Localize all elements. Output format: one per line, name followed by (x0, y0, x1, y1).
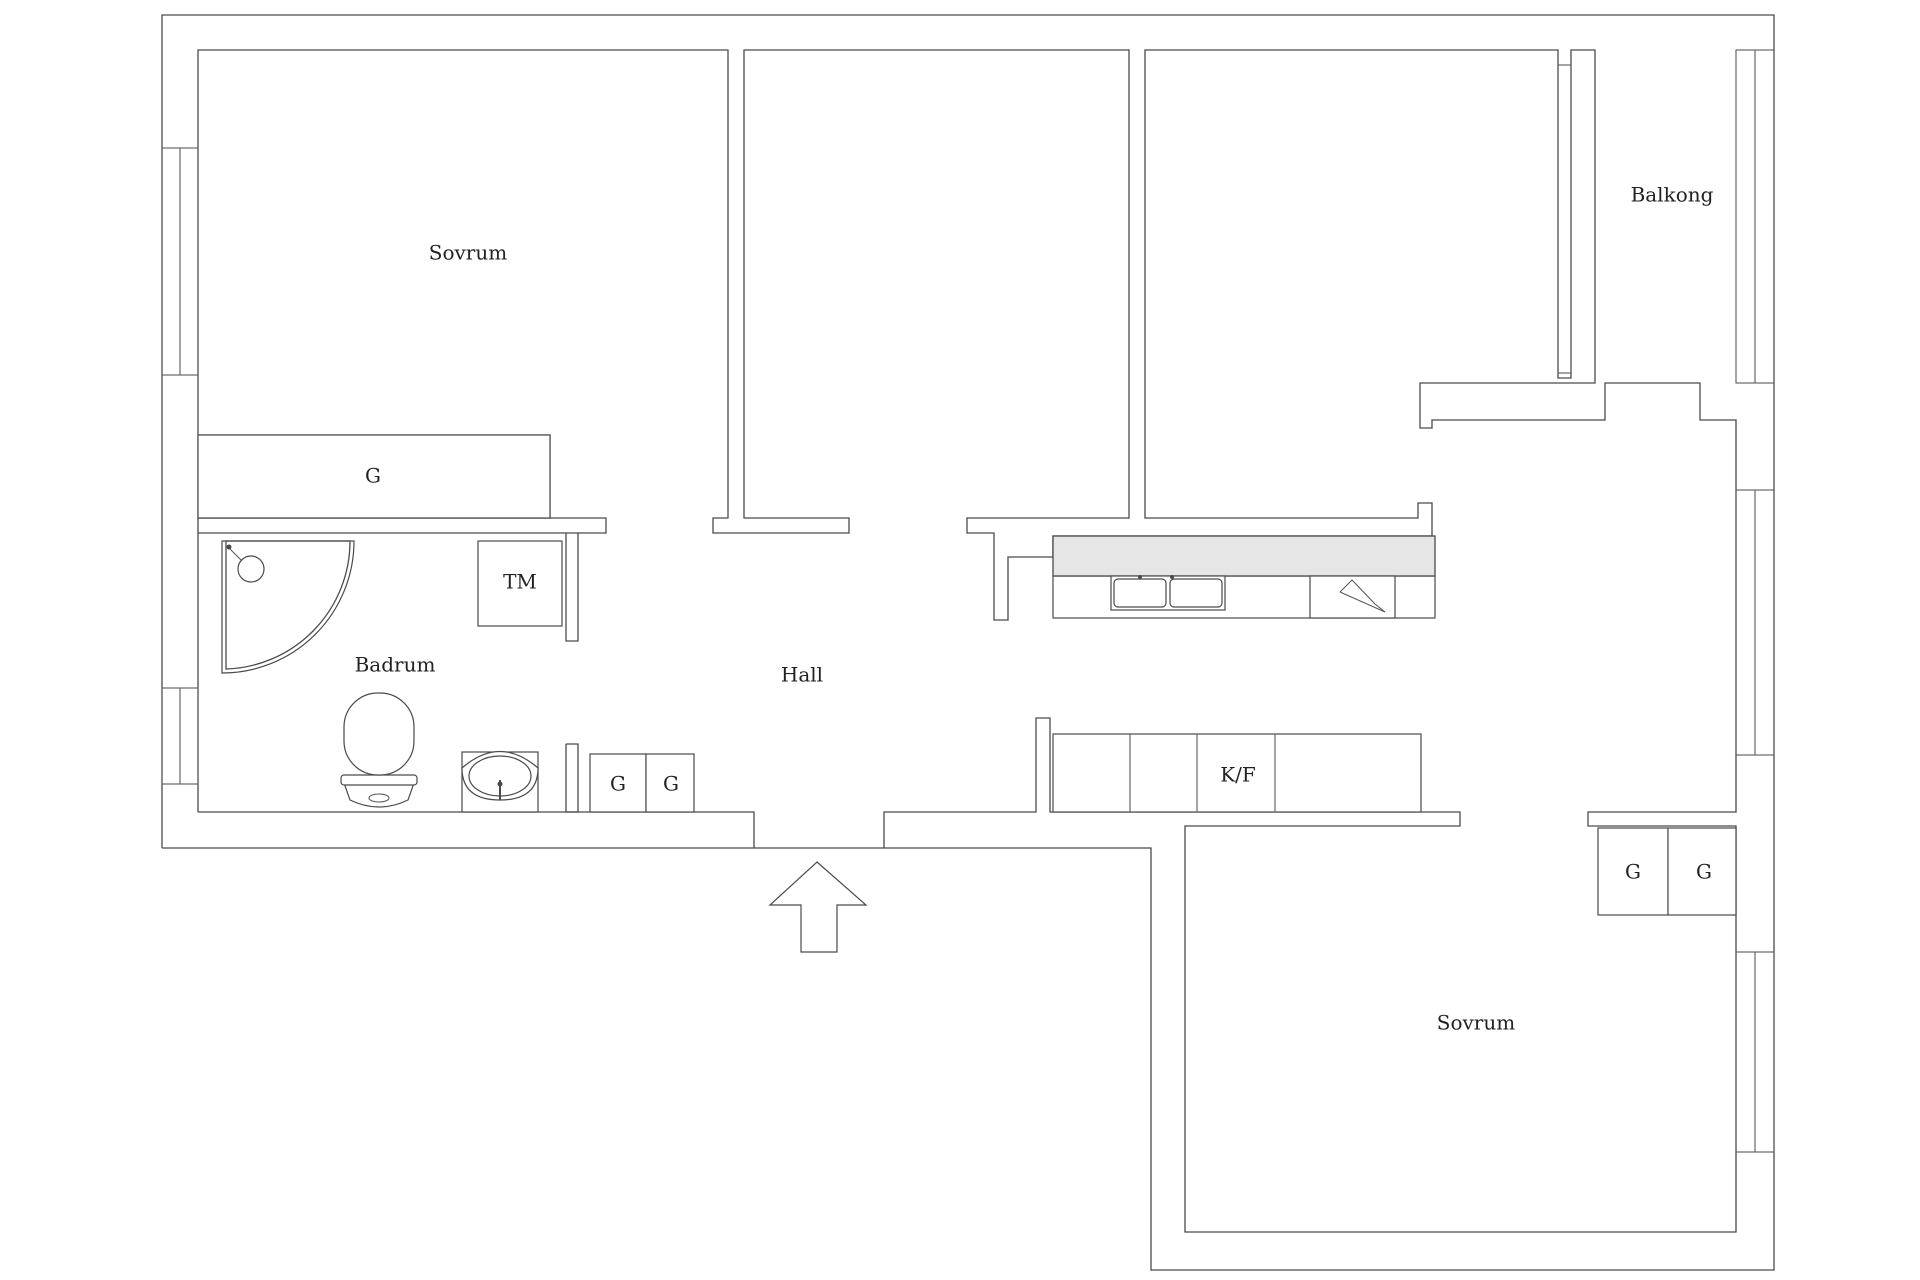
windows (161, 49, 1775, 1153)
kitchen-countertop (1052, 535, 1436, 577)
fixture-label-bedroom-wardrobe-1: G (1625, 860, 1641, 884)
shower-icon (221, 540, 355, 674)
double-sink-icon (1110, 575, 1226, 611)
fixtures (197, 434, 1737, 916)
stove-icon (1309, 575, 1396, 619)
washing-machine (477, 540, 563, 627)
bedroom-wardrobe-1 (1597, 827, 1669, 916)
hall-wardrobe-2 (645, 753, 695, 813)
fixture-label-washing-machine: TM (503, 570, 537, 594)
room-label-hall: Hall (781, 663, 823, 687)
wardrobe-top (197, 434, 551, 519)
room-label-sovrum-bottom: Sovrum (1437, 1011, 1515, 1035)
room-label-kitchen: K/F (1220, 763, 1256, 787)
room-label-balkong: Balkong (1631, 183, 1714, 207)
sink-icon (461, 750, 539, 813)
fixture-label-hall-wardrobe-1: G (610, 772, 626, 796)
room-label-badrum: Badrum (355, 653, 436, 677)
toilet-icon (340, 692, 418, 808)
arrow-up-icon (768, 861, 868, 953)
bedroom-wardrobe-2 (1667, 827, 1737, 916)
outer-walls (161, 14, 1775, 1271)
kitchen-cabinets (1052, 733, 1422, 813)
fixture-label-bedroom-wardrobe-2: G (1696, 860, 1712, 884)
fixture-label-hall-wardrobe-2: G (663, 772, 679, 796)
hall-wardrobe-1 (589, 753, 647, 813)
room-label-sovrum-top: Sovrum (429, 241, 507, 265)
fixture-label-wardrobe-top: G (365, 464, 381, 488)
